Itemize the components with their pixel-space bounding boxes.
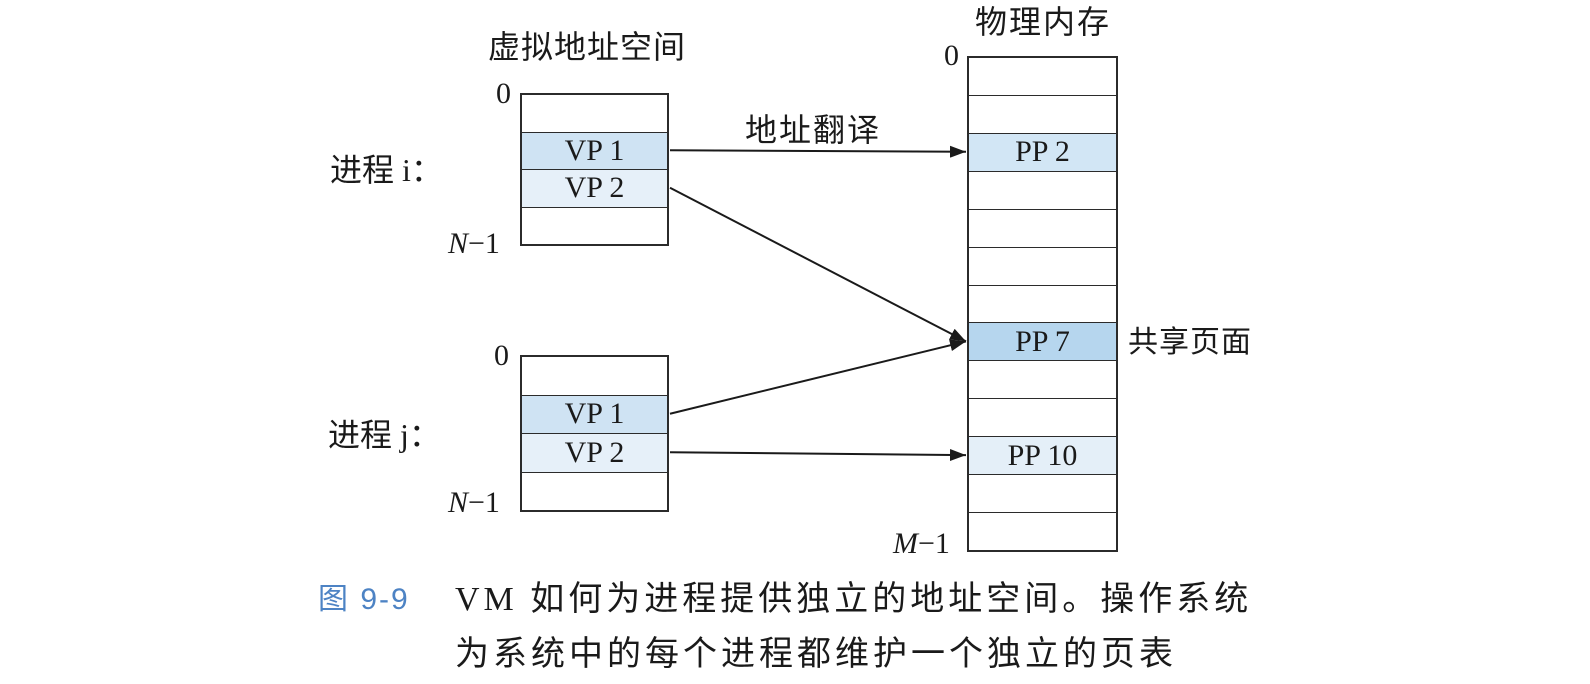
virtual-page-row-label: VP 2	[564, 171, 625, 205]
physical-page-row	[969, 284, 1116, 323]
process-j-bottom-index: N−1	[448, 488, 500, 518]
physical-page-row-label: PP 2	[1015, 135, 1070, 169]
mapping-arrow	[669, 339, 967, 415]
process-j-virtual-address-space: VP 1 VP 2	[520, 355, 669, 512]
virtual-page-row: VP 2	[522, 169, 667, 207]
process-i-virtual-address-space: VP 1 VP 2	[520, 93, 669, 246]
shared-page-label: 共享页面	[1128, 326, 1252, 359]
physical-memory: PP 2 PP 7 PP 10	[967, 56, 1118, 552]
physical-page-row	[969, 512, 1116, 550]
process-j-label: 进程 j：	[328, 417, 441, 453]
physical-page-row	[969, 94, 1116, 133]
virtual-page-row: VP 1	[522, 394, 667, 433]
physical-page-row	[969, 170, 1116, 209]
physical-page-row: PP 10	[969, 436, 1116, 475]
caption-line-2: 为系统中的每个进程都维护一个独立的页表	[455, 636, 1177, 673]
physical-page-row	[969, 246, 1116, 285]
physical-page-row: PP 2	[969, 132, 1116, 171]
process-i-bottom-index-suffix: −1	[468, 227, 500, 260]
virtual-page-row-label: VP 1	[564, 397, 625, 431]
physical-page-row	[969, 360, 1116, 399]
virtual-page-row	[522, 471, 667, 510]
mapping-arrow	[669, 186, 967, 343]
physical-page-row-label: PP 7	[1015, 324, 1070, 358]
process-i-bottom-index: N−1	[448, 229, 500, 259]
physical-memory-title: 物理内存	[975, 4, 1112, 40]
process-i-top-index: 0	[496, 77, 511, 110]
physical-memory-top-index: 0	[944, 39, 959, 72]
caption-line-1: VM 如何为进程提供独立的地址空间。操作系统	[455, 581, 1253, 618]
process-i-label: 进程 i：	[330, 152, 443, 188]
virtual-page-row-label: VP 2	[564, 435, 625, 469]
mapping-arrow	[669, 449, 967, 462]
process-j-bottom-index-var: N	[448, 486, 469, 519]
process-i-bottom-index-var: N	[448, 227, 469, 260]
figure-label: 图 9-9	[318, 583, 410, 616]
physical-page-row	[969, 398, 1116, 437]
process-j-top-index: 0	[494, 339, 509, 372]
virtual-page-row	[522, 95, 667, 132]
physical-memory-bottom-index-suffix: −1	[918, 527, 950, 560]
virtual-page-row: VP 1	[522, 131, 667, 169]
physical-page-row	[969, 58, 1116, 95]
virtual-page-row: VP 2	[522, 433, 667, 472]
virtual-page-row-label: VP 1	[564, 133, 625, 167]
virtual-page-row	[522, 357, 667, 395]
process-j-bottom-index-suffix: −1	[468, 486, 500, 519]
virtual-page-row	[522, 206, 667, 244]
address-translation-label: 地址翻译	[745, 112, 882, 148]
virtual-address-space-title: 虚拟地址空间	[488, 29, 687, 65]
physical-page-row	[969, 474, 1116, 513]
physical-memory-bottom-index-var: M	[893, 527, 918, 560]
physical-page-row	[969, 208, 1116, 247]
physical-page-row: PP 7	[969, 322, 1116, 361]
mapping-arrow	[669, 145, 967, 158]
physical-memory-bottom-index: M−1	[893, 529, 950, 559]
physical-page-row-label: PP 10	[1007, 438, 1078, 472]
